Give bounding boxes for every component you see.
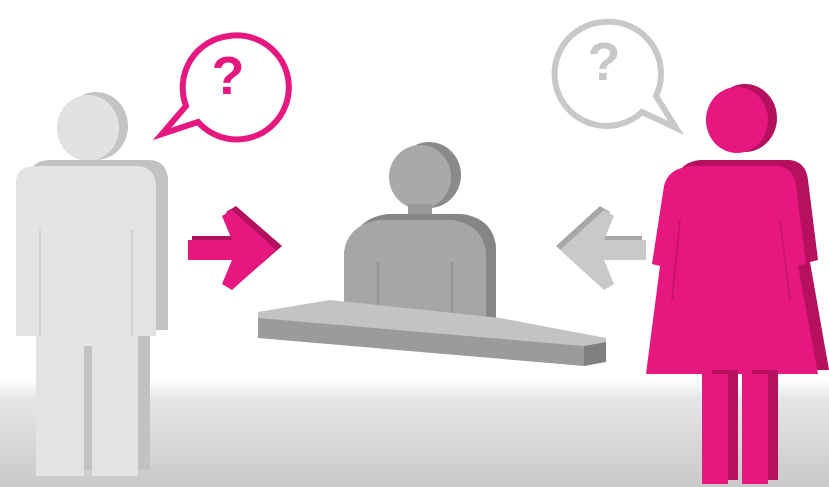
left-question-mark: ? xyxy=(212,46,245,106)
right-question-mark: ? xyxy=(588,32,621,92)
